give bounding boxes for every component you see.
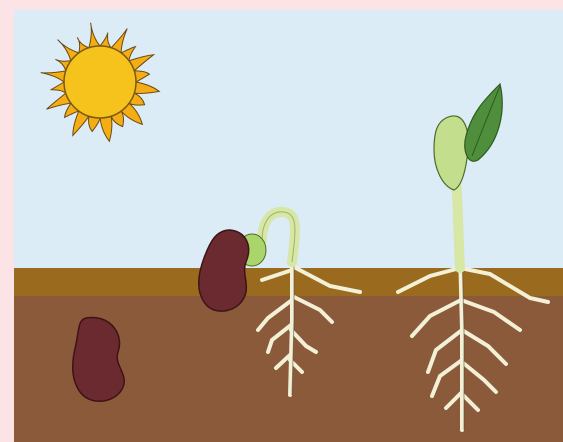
- stage-seed: [73, 318, 125, 402]
- bean-seed: [73, 318, 125, 402]
- plant-stem: [456, 180, 460, 268]
